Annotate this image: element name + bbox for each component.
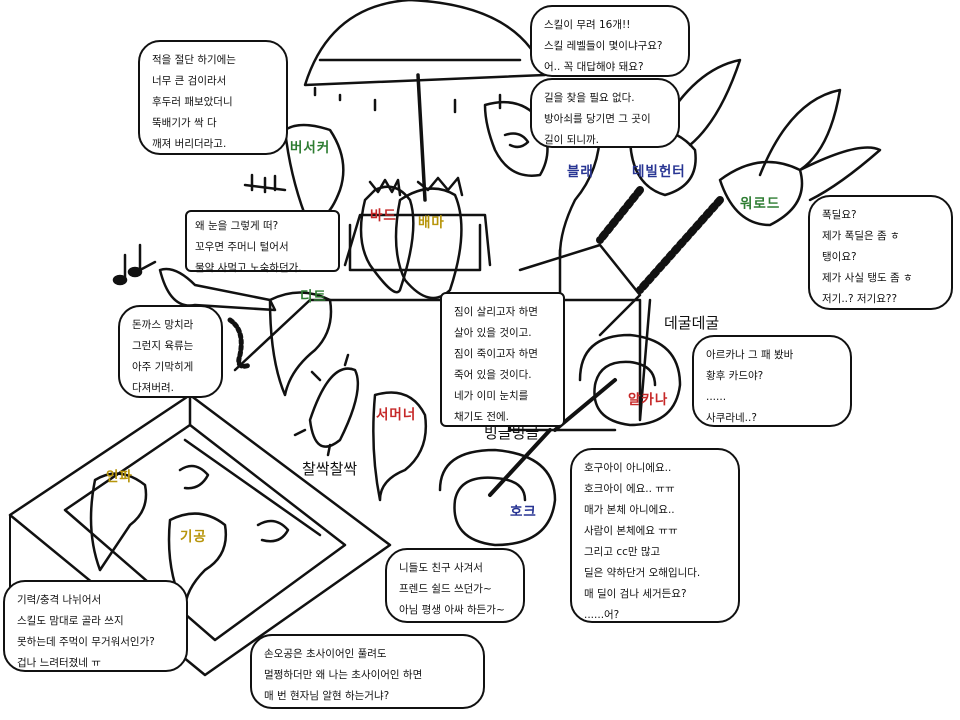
name-infighter: 인파	[106, 469, 133, 485]
bubble-line: 뚝배기가 싹 다	[152, 117, 217, 129]
bubble-line: 프렌드 쉴드 쓰던가~	[399, 583, 492, 595]
name-devil-hunter: 데빌헌터	[632, 164, 686, 180]
bubble-line: ......	[706, 391, 727, 403]
parasol	[303, 0, 547, 202]
infighter-bubble: 기력/충격 나뉘어서 스킬도 맘대로 골라 쓰지 못하는데 주먹이 무거워서인가…	[3, 580, 188, 672]
bubble-line: 길을 찾을 필요 없다.	[544, 92, 635, 104]
name-bama: 배마	[418, 215, 445, 231]
bubble-line: 그리고 cc만 많고	[584, 546, 661, 558]
gigong-figure	[167, 512, 290, 612]
hawk-swirl	[438, 428, 557, 547]
name-summoner: 서머너	[376, 407, 417, 423]
bubble-line: 매가 본체 아니에요..	[584, 504, 675, 516]
bubble-line: 어.. 꼭 대답해야 돼요?	[544, 61, 644, 73]
bubble-line: 너무 큰 검이라서	[152, 75, 227, 87]
bubble-line: 길이 되니까.	[544, 134, 599, 146]
bubble-line: ......어?	[584, 609, 620, 621]
royal-figures	[359, 176, 464, 300]
bubble-line: 방아쇠를 당기면 그 곳이	[544, 113, 651, 125]
bubble-line: 사람이 본체에요 ㅠㅠ	[584, 525, 678, 537]
bubble-line: 황후 카드야?	[706, 370, 764, 382]
bubble-line: 죽어 있을 것이다.	[454, 369, 532, 381]
summoner-bubble: 니들도 친구 사겨서 프렌드 쉴드 쓰던가~ 아님 평생 아싸 하든가~	[385, 548, 525, 623]
bubble-line: 물약 사먹고 노숙하던가.	[195, 262, 302, 274]
warlord-bubble: 폭딜요? 제가 폭딜은 좀 ㅎ 탱이요? 제가 사실 탱도 좀 ㅎ 저기..? …	[808, 195, 953, 310]
bubble-line: 후두러 패보았더니	[152, 96, 233, 108]
bubble-line: 딜은 약하단거 오해입니다.	[584, 567, 701, 579]
bubble-line: 기력/충격 나뉘어서	[17, 594, 102, 606]
sfx-swirl: 빙글빙글	[484, 424, 540, 442]
name-ditto: 디트	[300, 289, 327, 305]
blade-skills-bubble: 스킬이 무려 16개!! 스킬 레벨들이 몇이냐구요? 어.. 꼭 대답해야 돼…	[530, 5, 690, 77]
name-blade: 블래	[567, 164, 594, 180]
bubble-line: 돈까스 망치라	[132, 319, 194, 331]
ditto-figure	[227, 291, 333, 397]
bubble-line: 채기도 전에.	[454, 411, 509, 423]
name-berserker: 버서커	[290, 140, 331, 156]
bubble-line: 네가 이미 눈치를	[454, 390, 529, 402]
infighter-figure	[89, 464, 210, 572]
hawk-bubble: 호구아이 아니에요.. 호크아이 에요.. ㅠㅠ 매가 본체 아니에요.. 사람…	[570, 448, 740, 623]
bubble-line: 폭딜요?	[822, 209, 857, 221]
bubble-line: 제가 폭딜은 좀 ㅎ	[822, 230, 900, 242]
bubble-line: 스킬이 무려 16개!!	[544, 19, 631, 31]
bubble-line: 스킬도 맘대로 골라 쓰지	[17, 615, 124, 627]
bubble-line: 호구아이 아니에요..	[584, 462, 672, 474]
bubble-line: 매 번 현자님 알현 하는거냐?	[264, 690, 390, 702]
name-warlord: 워로드	[740, 196, 781, 212]
trumpet-and-notes	[112, 243, 277, 312]
bubble-line: 겁나 느려터졌네 ㅠ	[17, 657, 101, 669]
bubble-line: 아님 평생 아싸 하든가~	[399, 604, 505, 616]
bubble-line: 적을 절단 하기에는	[152, 54, 236, 66]
bubble-line: 매 딜이 검나 세거든요?	[584, 588, 687, 600]
bubble-line: 짐이 살리고자 하면	[454, 306, 538, 318]
bubble-line: 깨져 버리더라고.	[152, 138, 227, 150]
bubble-line: 다져버려.	[132, 382, 174, 394]
name-arcana: 알카나	[628, 392, 669, 408]
name-gigong: 기공	[180, 529, 207, 545]
bubble-line: 멀쩡하더만 왜 나는 초사이어인 하면	[264, 669, 423, 681]
bubble-line: 꼬우면 주머니 털어서	[195, 241, 289, 253]
summoner-figure	[293, 353, 427, 502]
name-bard: 바드	[370, 208, 397, 224]
berserker-figure	[243, 123, 345, 221]
sfx-whip: 찰싹찰싹	[302, 460, 358, 478]
bubble-line: 사쿠라네..?	[706, 412, 757, 424]
bubble-line: 짐이 죽이고자 하면	[454, 348, 538, 360]
bubble-line: 탱이요?	[822, 251, 857, 263]
ditto-bubble: 돈까스 망치라 그런지 육류는 아주 기막히게 다져버려.	[118, 305, 223, 398]
blade-path-bubble: 길을 찾을 필요 없다. 방아쇠를 당기면 그 곳이 길이 되니까.	[530, 78, 680, 148]
berserker-bubble: 적을 절단 하기에는 너무 큰 검이라서 후두러 패보았더니 뚝배기가 싹 다 …	[138, 40, 288, 155]
bard-bubble: 왜 눈을 그렇게 떠? 꼬우면 주머니 털어서 물약 사먹고 노숙하던가.	[185, 210, 340, 274]
bubble-line: 저기..? 저기요??	[822, 293, 898, 305]
bubble-line: 아주 기막히게	[132, 361, 194, 373]
arcana-bubble: 아르카나 그 패 봤바 황후 카드야? ...... 사쿠라네..?	[692, 335, 852, 427]
bubble-line: 살아 있을 것이고.	[454, 327, 532, 339]
warlord-figure	[636, 88, 882, 294]
bubble-line: 스킬 레벨들이 몇이냐구요?	[544, 40, 663, 52]
bubble-line: 못하는데 주먹이 무거워서인가?	[17, 636, 155, 648]
bubble-line: 호크아이 에요.. ㅠㅠ	[584, 483, 675, 495]
bubble-line: 그런지 육류는	[132, 340, 194, 352]
gigong-bubble: 손오공은 초사이어인 풀려도 멀쩡하더만 왜 나는 초사이어인 하면 매 번 현…	[250, 634, 485, 709]
name-hawk: 호크	[510, 504, 537, 520]
arcana-swirl	[553, 333, 682, 432]
bubble-line: 아르카나 그 패 봤바	[706, 349, 794, 361]
bubble-line: 니들도 친구 사겨서	[399, 562, 483, 574]
bubble-line: 왜 눈을 그렇게 떠?	[195, 220, 279, 232]
bama-bubble: 짐이 살리고자 하면 살아 있을 것이고. 짐이 죽이고자 하면 죽어 있을 것…	[440, 292, 565, 427]
bubble-line: 손오공은 초사이어인 풀려도	[264, 648, 387, 660]
sfx-rolling: 데굴데굴	[664, 314, 720, 332]
bubble-line: 제가 사실 탱도 좀 ㅎ	[822, 272, 913, 284]
